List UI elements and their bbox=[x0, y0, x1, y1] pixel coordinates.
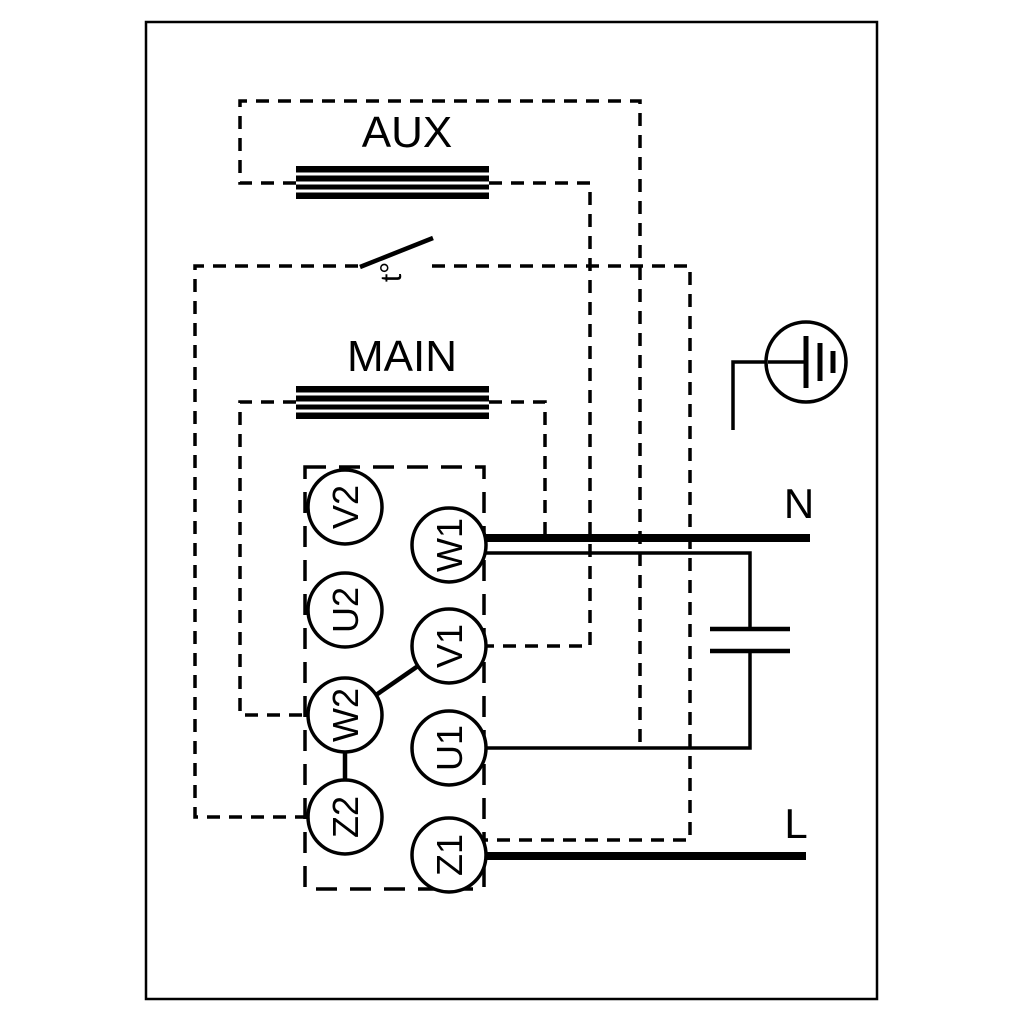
terminal-w1-circle bbox=[410, 506, 488, 584]
terminal-u2-circle bbox=[306, 571, 384, 649]
terminal-u1: U1 bbox=[410, 709, 488, 787]
capacitor bbox=[485, 551, 790, 750]
switch-right-wire bbox=[432, 264, 692, 842]
terminal-w1-label: W1 bbox=[429, 518, 470, 572]
terminal-u1-circle bbox=[410, 709, 488, 787]
terminal-z1: Z1 bbox=[410, 816, 488, 894]
terminal-u1-label: U1 bbox=[429, 725, 470, 771]
terminal-v1-circle bbox=[410, 607, 488, 685]
terminal-w2-label: W2 bbox=[325, 688, 366, 742]
thermal-switch: t° bbox=[359, 235, 434, 282]
terminal-v2-circle bbox=[306, 468, 384, 546]
earth-symbol bbox=[731, 320, 848, 430]
terminal-z1-circle bbox=[410, 816, 488, 894]
line-label: L bbox=[784, 800, 807, 847]
main-left-wire bbox=[238, 400, 308, 717]
main-right-wire bbox=[489, 400, 547, 536]
terminal-v1-label: V1 bbox=[429, 624, 470, 668]
diagram-border bbox=[144, 20, 879, 1001]
neutral-label: N bbox=[784, 480, 814, 527]
earth-lead bbox=[731, 360, 766, 430]
terminal-z2-label: Z2 bbox=[325, 796, 366, 838]
thermal-switch-label: t° bbox=[375, 262, 408, 282]
aux-winding-label: AUX bbox=[362, 108, 452, 157]
switch-left-wire bbox=[193, 264, 358, 819]
terminal-u2: U2 bbox=[306, 571, 384, 649]
terminal-z1-label: Z1 bbox=[429, 834, 470, 876]
terminal-u2-label: U2 bbox=[325, 587, 366, 633]
terminal-w1: W1 bbox=[410, 506, 488, 584]
terminal-v1: V1 bbox=[410, 607, 488, 685]
terminal-z2: Z2 bbox=[306, 778, 384, 856]
aux-winding: AUX bbox=[296, 108, 489, 199]
terminal-board-outline bbox=[303, 465, 486, 891]
capacitor-top-lead bbox=[485, 551, 752, 629]
switch-blade bbox=[359, 235, 434, 270]
terminal-w2: W2 bbox=[306, 676, 384, 754]
capacitor-bottom-lead bbox=[486, 651, 752, 750]
terminal-v2: V2 bbox=[306, 468, 384, 546]
aux-right-wire bbox=[486, 181, 592, 648]
aux-left-wire bbox=[238, 99, 642, 748]
main-winding: MAIN bbox=[296, 332, 489, 419]
terminal-board: V2 U2 W2 Z2 W1 V1 U1 Z1 bbox=[303, 465, 488, 894]
main-winding-label: MAIN bbox=[347, 332, 457, 381]
jumper-w2-v1 bbox=[374, 664, 420, 697]
terminal-v2-label: V2 bbox=[325, 485, 366, 529]
circuit-wires bbox=[193, 99, 692, 842]
